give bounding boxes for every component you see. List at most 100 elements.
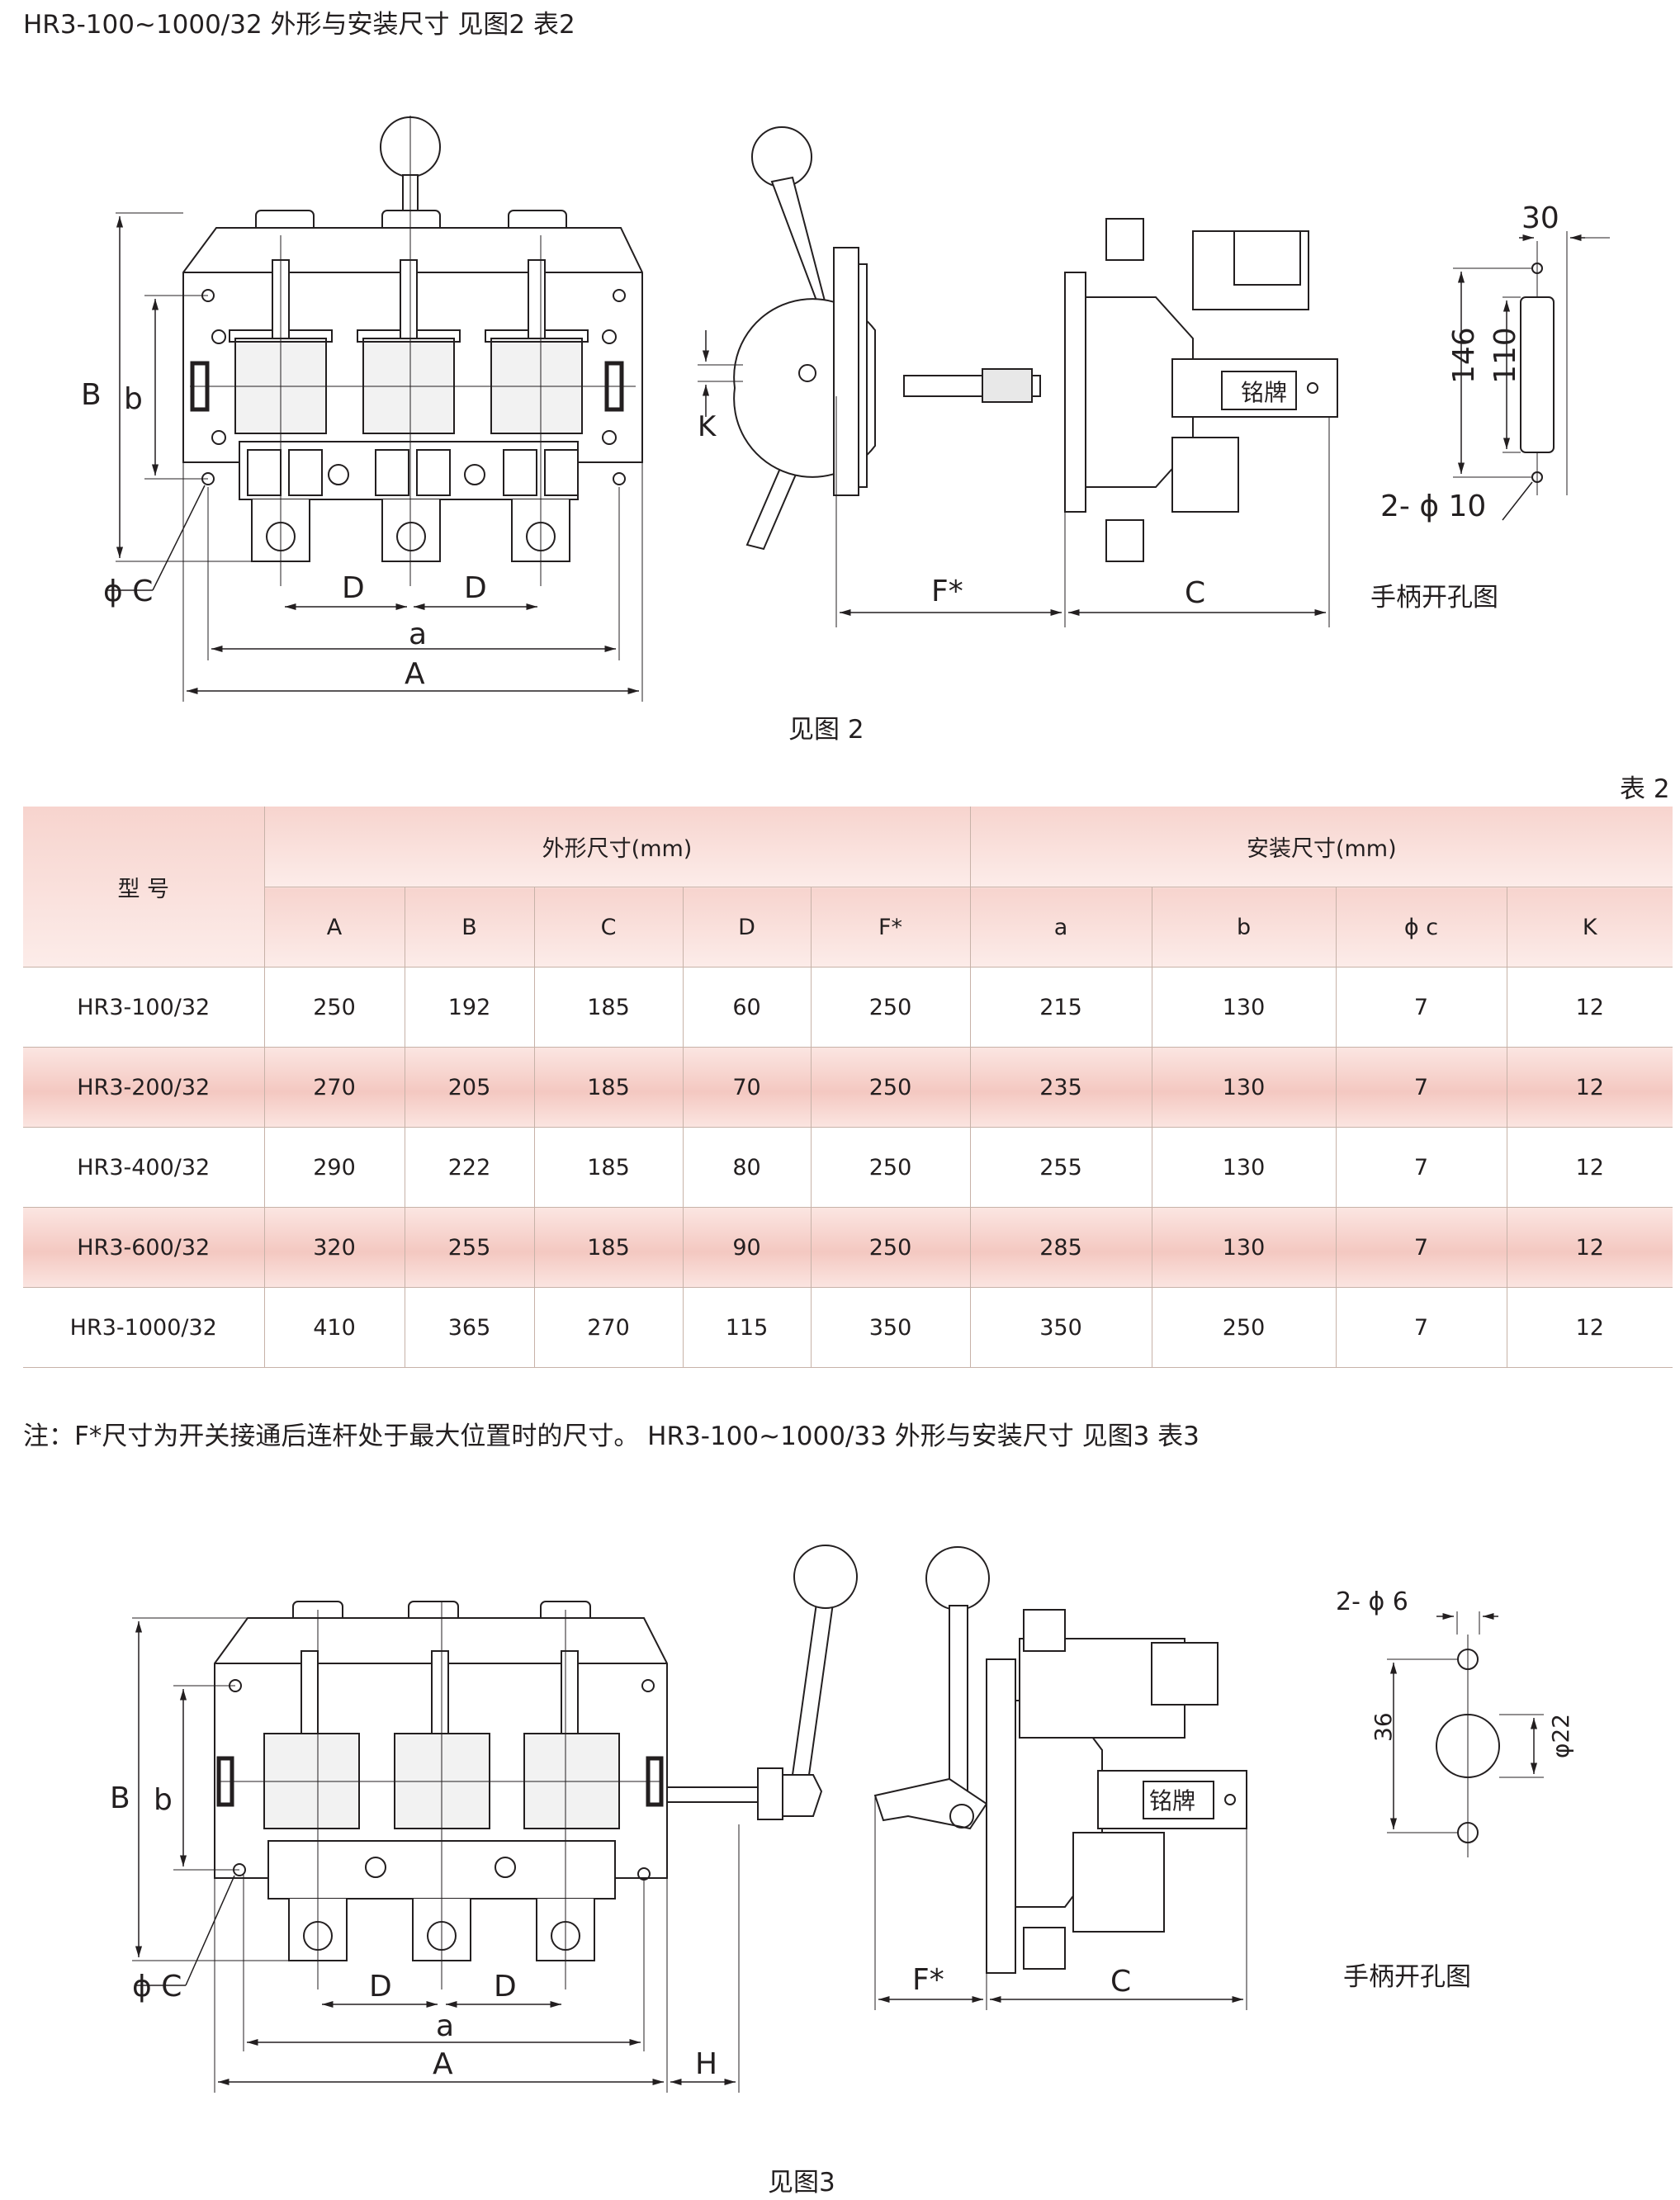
value-cell: 7 — [1336, 1207, 1507, 1288]
heading-fig2: HR3-100~1000/32 外形与安装尺寸 见图2 表2 — [23, 10, 575, 40]
column-header: b — [1152, 887, 1337, 968]
fig2-label-D1: D — [342, 571, 365, 605]
column-header: A — [264, 887, 405, 968]
value-cell: 320 — [264, 1207, 405, 1288]
fig2-label-A: A — [405, 657, 425, 691]
fig2-label-a: a — [409, 617, 427, 651]
figure-3: B b ϕ C D D a A H F* C 铭牌 2- ϕ 6 36 φ22 … — [110, 1545, 1574, 2093]
column-header: K — [1507, 887, 1673, 968]
value-cell: 290 — [264, 1127, 405, 1208]
value-cell: 70 — [683, 1047, 812, 1128]
column-header: B — [405, 887, 535, 968]
value-cell: 185 — [534, 967, 684, 1048]
fig2-label-K: K — [698, 410, 717, 443]
value-cell: 12 — [1507, 1047, 1673, 1128]
model-cell: HR3-1000/32 — [23, 1287, 265, 1368]
value-cell: 80 — [683, 1127, 812, 1208]
value-cell: 12 — [1507, 1127, 1673, 1208]
value-cell: 185 — [534, 1207, 684, 1288]
value-cell: 250 — [811, 1207, 971, 1288]
model-header: 型 号 — [23, 807, 265, 968]
fig3-label-D2: D — [494, 1970, 517, 2004]
hole2-holes: 2- ϕ 10 — [1380, 490, 1486, 523]
value-cell: 255 — [405, 1207, 535, 1288]
install-group-header: 安装尺寸(mm) — [970, 807, 1673, 887]
note-text: 注：F*尺寸为开关接通后连杆处于最大位置时的尺寸。 HR3-100~1000/3… — [23, 1422, 1200, 1451]
fig3-nameplate: 铭牌 — [1149, 1787, 1195, 1814]
value-cell: 7 — [1336, 1127, 1507, 1208]
fig3-label-F: F* — [912, 1963, 944, 1997]
value-cell: 130 — [1152, 1207, 1337, 1288]
fig3-label-b: b — [154, 1783, 173, 1817]
fig3-label-phiC: ϕ C — [132, 1970, 182, 2004]
figure3-caption: 见图3 — [768, 2168, 835, 2198]
hole2-title: 手柄开孔图 — [1370, 583, 1498, 613]
fig3-label-D1: D — [369, 1970, 392, 2004]
hole2-dim-110: 110 — [1488, 327, 1522, 384]
value-cell: 7 — [1336, 1047, 1507, 1128]
value-cell: 130 — [1152, 1047, 1337, 1128]
fig2-label-phiC: ϕ C — [103, 575, 153, 608]
value-cell: 12 — [1507, 1287, 1673, 1368]
fig3-label-A: A — [433, 2047, 453, 2081]
fig2-label-D2: D — [464, 571, 487, 605]
column-header: ϕ c — [1336, 887, 1507, 968]
value-cell: 350 — [970, 1287, 1152, 1368]
figure2-caption: 见图 2 — [788, 715, 864, 745]
value-cell: 7 — [1336, 1287, 1507, 1368]
value-cell: 285 — [970, 1207, 1152, 1288]
value-cell: 205 — [405, 1047, 535, 1128]
column-header: a — [970, 887, 1152, 968]
hole3-dim-36: 36 — [1370, 1712, 1397, 1742]
value-cell: 410 — [264, 1287, 405, 1368]
model-cell: HR3-400/32 — [23, 1127, 265, 1208]
value-cell: 270 — [534, 1287, 684, 1368]
value-cell: 250 — [264, 967, 405, 1048]
value-cell: 255 — [970, 1127, 1152, 1208]
fig2-label-F: F* — [931, 575, 963, 608]
value-cell: 250 — [811, 1047, 971, 1128]
fig2-label-C: C — [1185, 576, 1205, 610]
model-cell: HR3-600/32 — [23, 1207, 265, 1288]
outline-group-header: 外形尺寸(mm) — [264, 807, 971, 887]
hole3-holes: 2- ϕ 6 — [1336, 1587, 1408, 1616]
value-cell: 60 — [683, 967, 812, 1048]
value-cell: 185 — [534, 1047, 684, 1128]
value-cell: 192 — [405, 967, 535, 1048]
fig3-label-H: H — [695, 2047, 717, 2081]
hole3-title: 手柄开孔图 — [1343, 1962, 1471, 1992]
value-cell: 130 — [1152, 1127, 1337, 1208]
fig2-label-B: B — [81, 378, 102, 412]
figure-2: B b ϕ C D D a A K F* C 铭牌 30 146 110 2- … — [81, 116, 1610, 702]
hole2-dim-146: 146 — [1447, 327, 1481, 384]
hole3-dim-22: φ22 — [1547, 1714, 1574, 1758]
fig2-nameplate: 铭牌 — [1241, 379, 1287, 406]
value-cell: 222 — [405, 1127, 535, 1208]
value-cell: 115 — [683, 1287, 812, 1368]
model-cell: HR3-200/32 — [23, 1047, 265, 1128]
fig2-label-b: b — [124, 382, 143, 416]
value-cell: 250 — [811, 967, 971, 1048]
column-header: C — [534, 887, 684, 968]
fig3-label-B: B — [110, 1781, 130, 1815]
fig3-label-C: C — [1110, 1965, 1131, 1999]
value-cell: 12 — [1507, 967, 1673, 1048]
value-cell: 350 — [811, 1287, 971, 1368]
value-cell: 365 — [405, 1287, 535, 1368]
value-cell: 7 — [1336, 967, 1507, 1048]
value-cell: 250 — [1152, 1287, 1337, 1368]
model-cell: HR3-100/32 — [23, 967, 265, 1048]
value-cell: 12 — [1507, 1207, 1673, 1288]
column-header: D — [683, 887, 812, 968]
fig3-label-a: a — [436, 2009, 454, 2043]
table2-label: 表 2 — [1620, 774, 1670, 804]
value-cell: 185 — [534, 1127, 684, 1208]
value-cell: 270 — [264, 1047, 405, 1128]
value-cell: 235 — [970, 1047, 1152, 1128]
value-cell: 215 — [970, 967, 1152, 1048]
